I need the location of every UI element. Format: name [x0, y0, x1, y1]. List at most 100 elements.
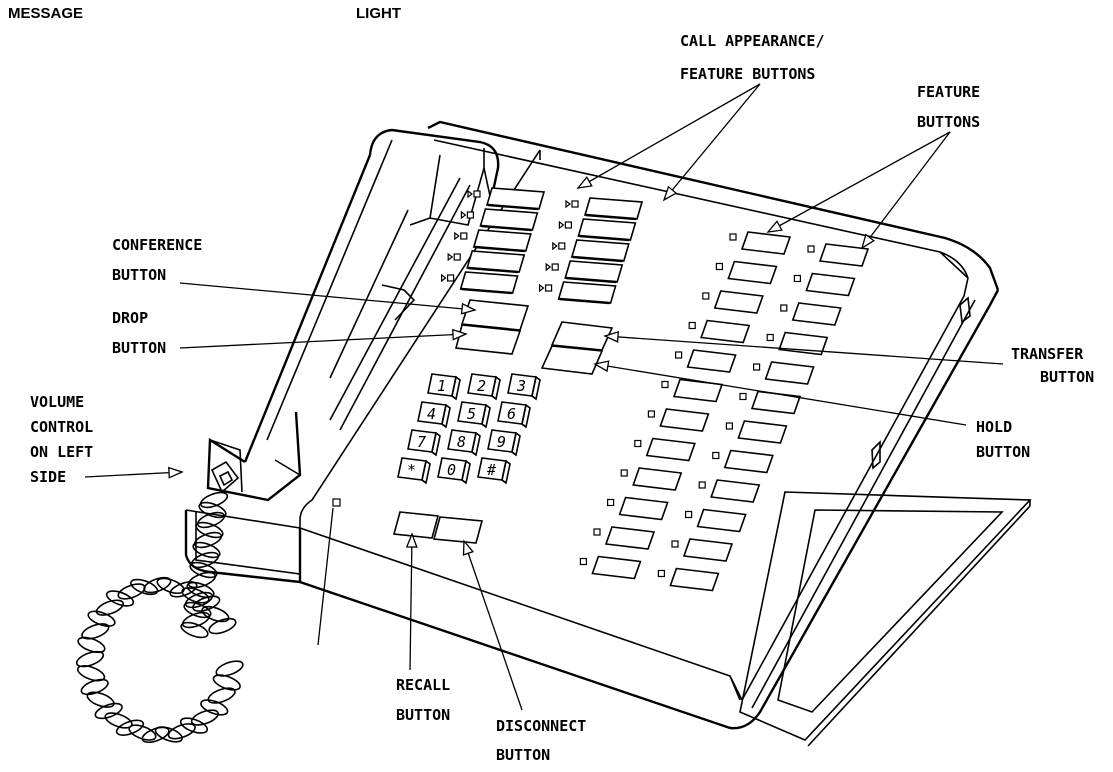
dial-key-edge — [501, 479, 507, 484]
call-appearance-button[interactable] — [570, 239, 630, 262]
feature-button[interactable] — [727, 260, 778, 285]
call-appearance-label-1: CALL APPEARANCE/ — [680, 32, 825, 50]
cord-coil — [75, 650, 105, 668]
arrowhead — [452, 328, 468, 341]
dial-key[interactable]: 5 — [457, 401, 491, 429]
dial-key[interactable]: 8 — [447, 429, 481, 457]
dial-key[interactable]: 6 — [497, 401, 531, 429]
dial-key-label: 2 — [477, 377, 486, 395]
feature-button[interactable] — [740, 231, 792, 255]
led-indicator — [579, 557, 588, 566]
bottom-buttons — [332, 498, 484, 544]
call-appearance-button[interactable] — [577, 218, 637, 241]
led-indicator — [725, 422, 734, 430]
disconnect-button[interactable] — [432, 516, 484, 544]
feature-button[interactable] — [591, 555, 642, 580]
volume-leader — [84, 471, 183, 478]
button-shadow — [487, 203, 539, 211]
button-shadow — [461, 287, 512, 295]
feature-button[interactable] — [632, 467, 683, 491]
led-indicator — [715, 262, 724, 271]
cord-coil — [81, 623, 110, 640]
led-indicator — [460, 232, 468, 240]
feature-button[interactable] — [669, 567, 720, 592]
call-appearance-button[interactable] — [472, 229, 532, 252]
dial-key[interactable]: 1 — [427, 373, 461, 401]
dial-key[interactable]: 2 — [467, 373, 501, 401]
call-appearance-button[interactable] — [485, 187, 546, 210]
arrowhead — [662, 185, 678, 202]
feature-button[interactable] — [686, 349, 737, 373]
dial-key[interactable]: 9 — [487, 429, 521, 457]
feature-button[interactable] — [659, 408, 710, 432]
call-appearance-button[interactable] — [583, 197, 644, 220]
stand — [739, 491, 1032, 747]
transfer-button-key[interactable] — [550, 321, 614, 351]
call-appearance-button[interactable] — [479, 208, 539, 231]
feature-button[interactable] — [700, 319, 751, 344]
conference-button[interactable] — [460, 299, 530, 331]
feature-button[interactable] — [672, 378, 724, 403]
drop-button[interactable] — [454, 324, 522, 355]
feature-button[interactable] — [818, 243, 870, 267]
led-indicator — [647, 410, 656, 418]
feature-button[interactable] — [645, 437, 696, 462]
feature-button[interactable] — [750, 390, 802, 415]
call-appearance-button[interactable] — [557, 281, 617, 304]
feature-button[interactable] — [791, 302, 842, 326]
cord-coil — [199, 491, 229, 509]
led-indicator — [766, 333, 774, 342]
call-appearance-button[interactable] — [466, 250, 526, 273]
feature-button[interactable] — [682, 538, 734, 562]
dial-key-label: * — [407, 461, 416, 479]
dial-key-edge — [431, 451, 437, 456]
volume-label-3: ON LEFT — [30, 443, 93, 461]
hold-leader — [594, 363, 967, 426]
dial-key[interactable]: 3 — [507, 373, 541, 401]
transfer-label-2: BUTTON — [1040, 368, 1094, 386]
cord-coil — [192, 541, 221, 559]
feature-button[interactable] — [713, 290, 764, 314]
button-shadow — [579, 234, 630, 242]
cord-coil — [181, 587, 210, 604]
dial-key[interactable]: 4 — [417, 401, 451, 429]
feature-button[interactable] — [805, 272, 856, 297]
dial-key[interactable]: * — [397, 457, 431, 485]
drop-label-1: DROP — [112, 309, 148, 327]
feature-button[interactable] — [604, 526, 656, 550]
arrowhead — [603, 331, 620, 343]
cord-coil — [208, 617, 237, 635]
button-shadow — [559, 297, 610, 305]
status-triangle-icon — [545, 262, 552, 272]
cord-coil — [95, 599, 124, 616]
recall-button[interactable] — [392, 511, 440, 539]
dial-key[interactable]: 7 — [407, 429, 441, 457]
feature-button[interactable] — [710, 479, 761, 503]
led-indicator — [698, 481, 706, 489]
feature-button[interactable] — [723, 449, 774, 474]
dial-key-edge — [471, 451, 477, 456]
dial-key-edge — [521, 423, 527, 428]
hold-button-key[interactable] — [540, 345, 604, 375]
cord-coil — [154, 726, 183, 743]
dial-key[interactable]: 0 — [437, 457, 471, 485]
call-appearance-button[interactable] — [459, 271, 519, 294]
call-appearance-buttons — [441, 187, 644, 305]
dial-key-edge — [511, 451, 517, 456]
led-indicator — [702, 292, 710, 300]
callouts: CALL APPEARANCE/ FEATURE BUTTONS FEATURE… — [30, 32, 1094, 764]
call-appearance-button[interactable] — [564, 260, 624, 283]
feature-button[interactable] — [764, 361, 815, 385]
feature-button[interactable] — [618, 496, 669, 521]
led-indicator — [657, 569, 666, 578]
feature-button[interactable] — [696, 508, 747, 533]
led-indicator — [453, 253, 461, 261]
dial-key[interactable]: # — [477, 457, 511, 485]
cord-coil — [187, 571, 217, 589]
cord-coil — [87, 610, 116, 627]
cord-coil — [169, 581, 198, 598]
cord-coil — [181, 611, 211, 629]
feature-button[interactable] — [737, 420, 788, 444]
